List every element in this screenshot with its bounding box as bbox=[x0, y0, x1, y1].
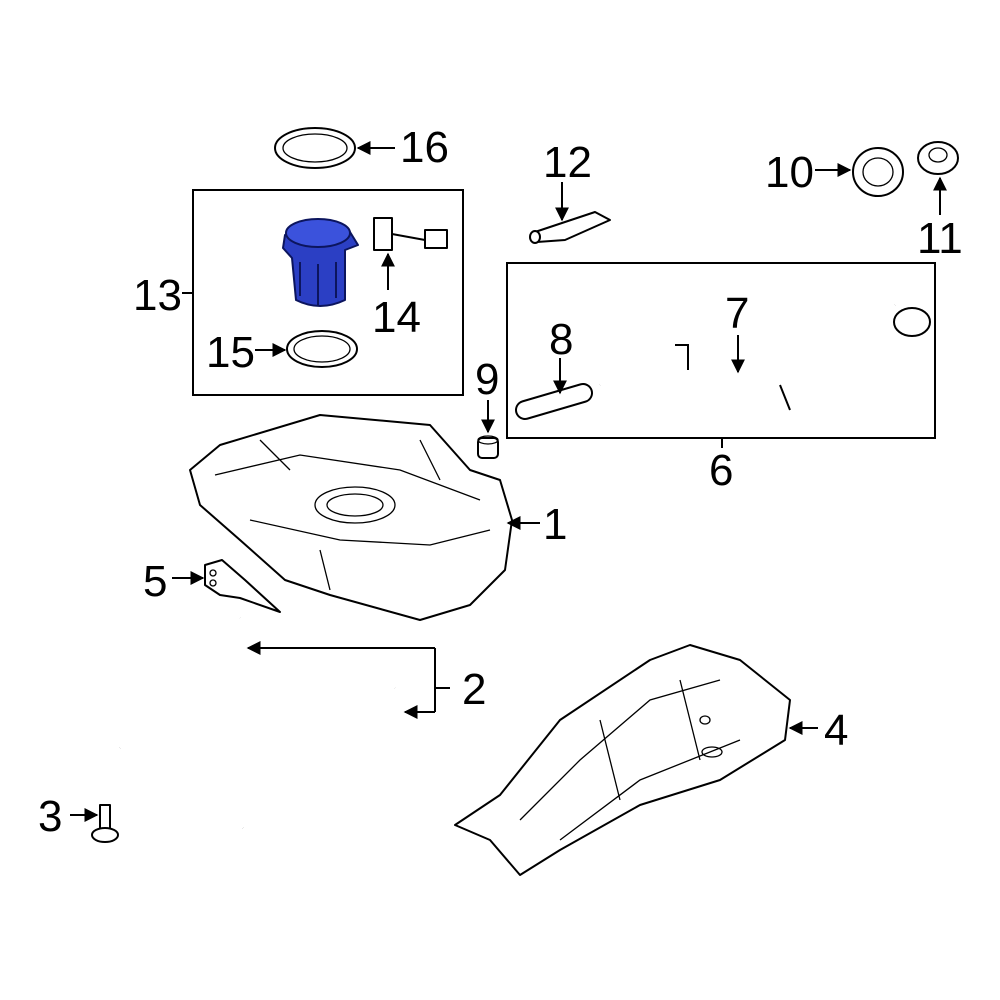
grommet-part[interactable] bbox=[477, 435, 499, 459]
callout-12: 12 bbox=[543, 138, 592, 187]
callout-11: 11 bbox=[917, 214, 963, 263]
seal-ring-part[interactable] bbox=[852, 147, 904, 197]
callout-10: 10 bbox=[765, 148, 814, 197]
callout-6: 6 bbox=[709, 446, 733, 495]
cap-grommet-part[interactable] bbox=[917, 141, 959, 175]
callout-16: 16 bbox=[400, 123, 449, 172]
callout-5: 5 bbox=[143, 557, 167, 606]
callout-7: 7 bbox=[725, 289, 749, 338]
tank-bracket-part[interactable] bbox=[204, 559, 281, 613]
bolt-part[interactable] bbox=[91, 804, 119, 843]
filler-pipe-part[interactable] bbox=[599, 302, 931, 411]
callout-3: 3 bbox=[38, 792, 62, 841]
gasket-part[interactable] bbox=[286, 330, 358, 368]
fuel-pump-module-part[interactable] bbox=[282, 218, 359, 307]
vent-hose-part[interactable] bbox=[529, 211, 611, 244]
lock-ring-part[interactable] bbox=[274, 127, 356, 169]
tank-straps-part[interactable] bbox=[119, 617, 407, 842]
heat-shield-part[interactable] bbox=[454, 644, 791, 876]
fuel-tank-part[interactable] bbox=[189, 414, 513, 621]
filler-hose-part[interactable] bbox=[515, 383, 593, 420]
callout-14: 14 bbox=[372, 293, 421, 342]
callout-1: 1 bbox=[543, 500, 567, 549]
callout-13: 13 bbox=[133, 271, 182, 320]
callout-15: 15 bbox=[206, 328, 255, 377]
callout-9: 9 bbox=[475, 355, 499, 404]
callout-8: 8 bbox=[549, 315, 573, 364]
connector-part[interactable] bbox=[373, 217, 448, 251]
callout-4: 4 bbox=[824, 706, 848, 755]
callout-2: 2 bbox=[462, 665, 486, 714]
